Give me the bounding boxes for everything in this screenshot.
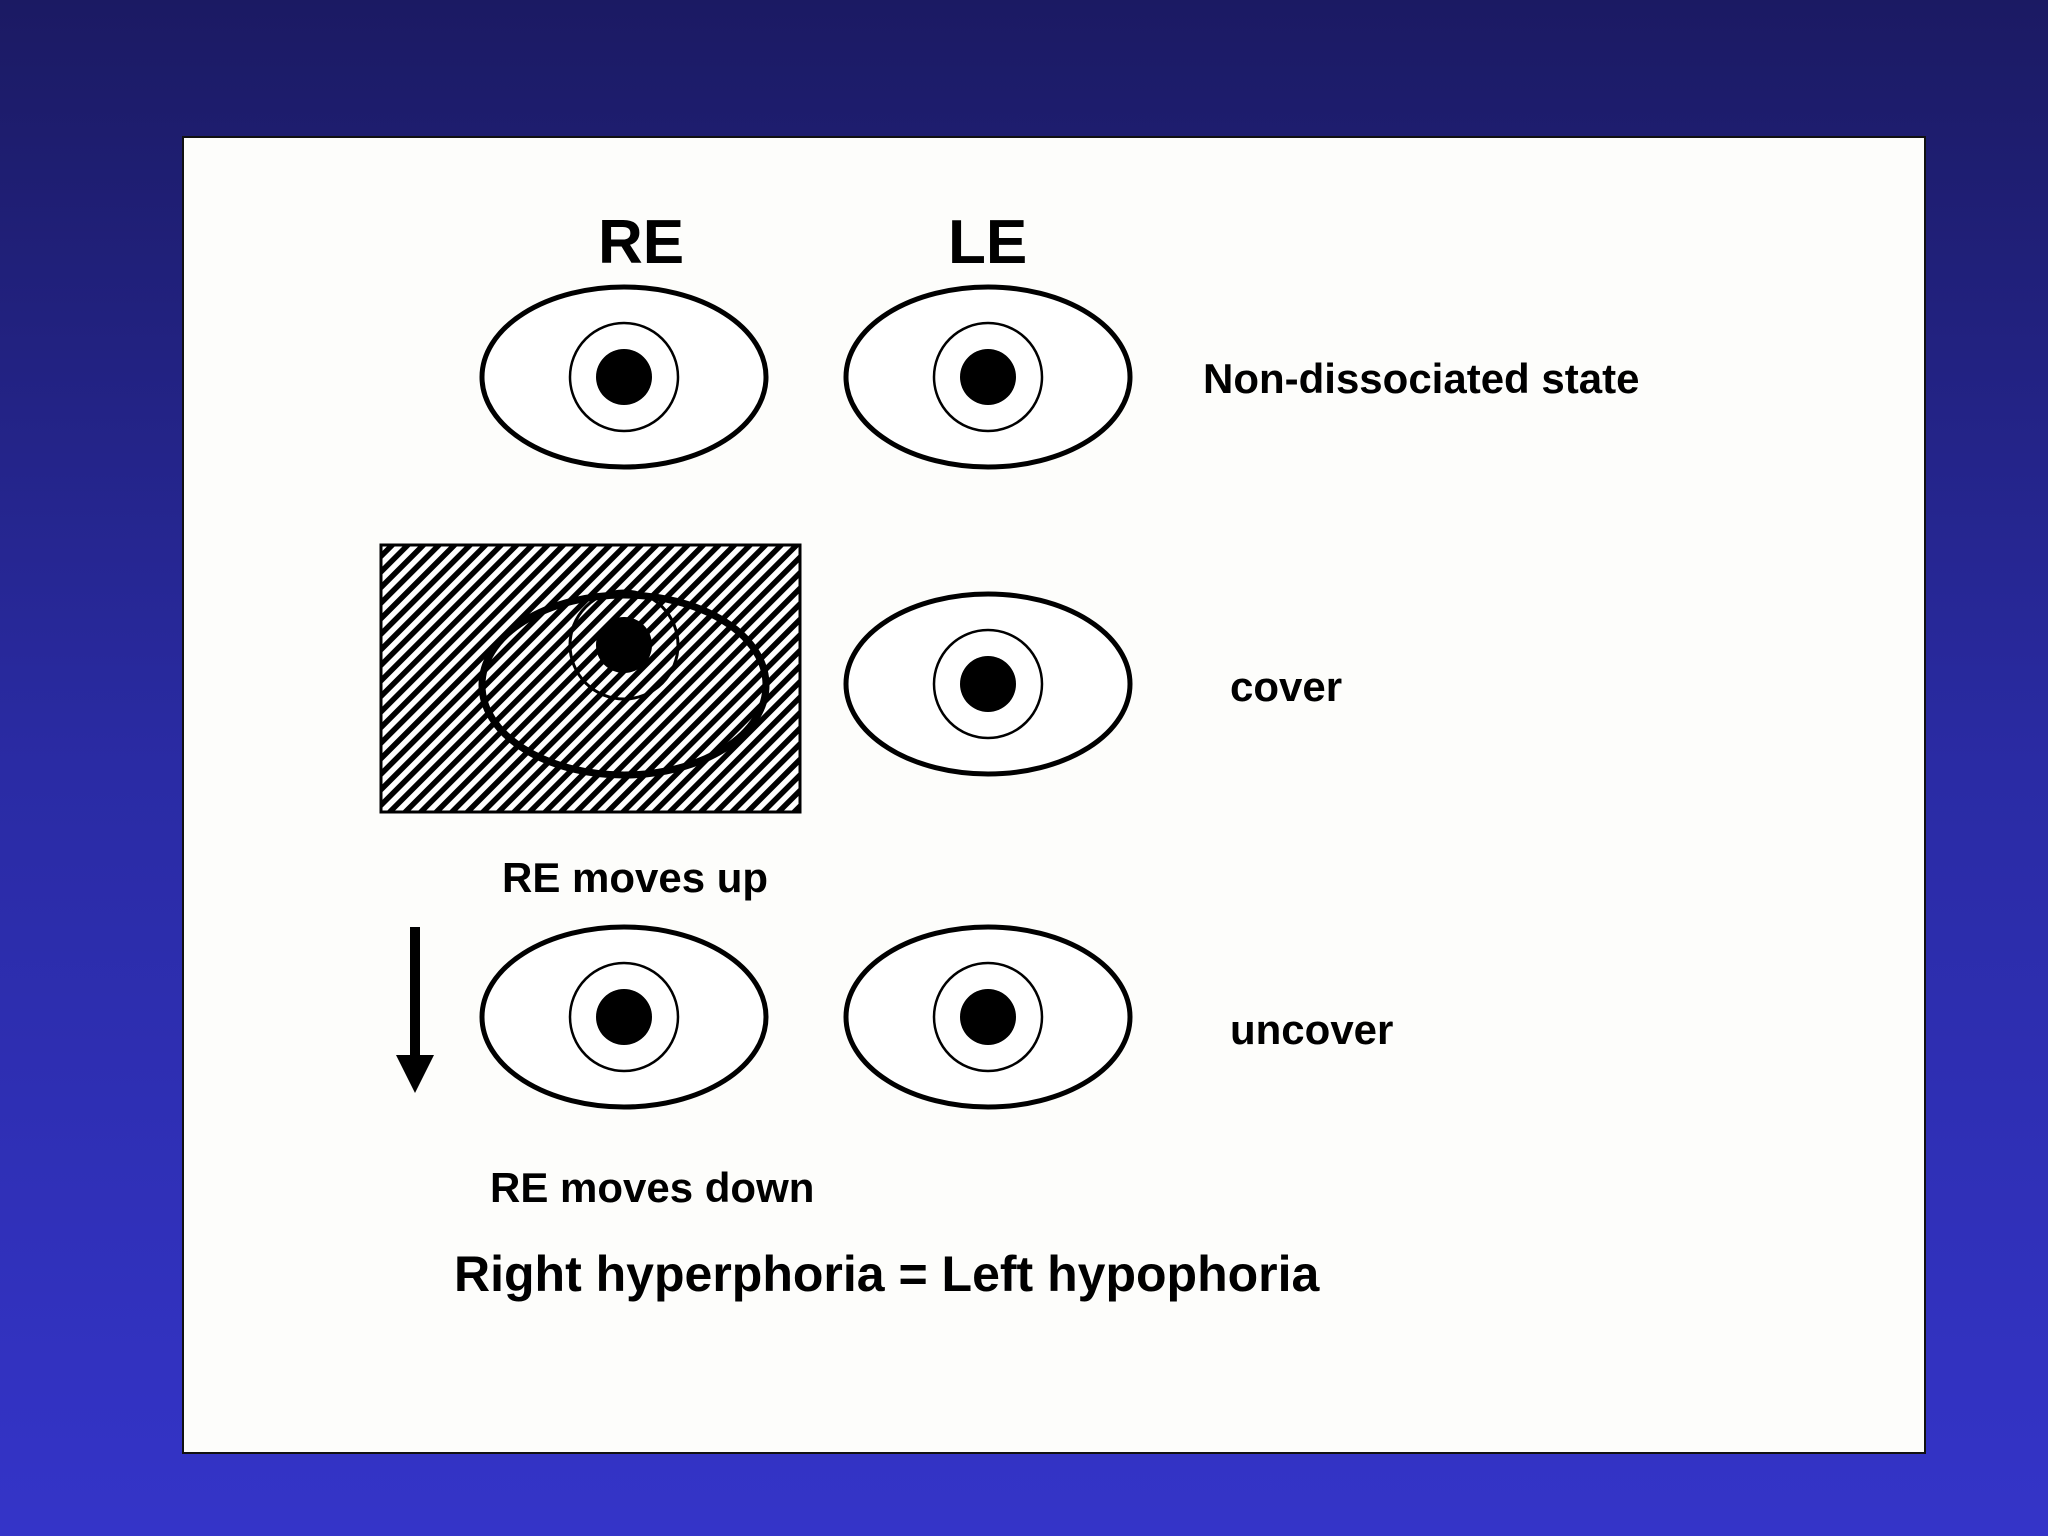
re-moves-down-label: RE moves down bbox=[490, 1167, 814, 1209]
left-eye-icon bbox=[846, 287, 1130, 467]
non-dissociated-state-label: Non-dissociated state bbox=[1203, 358, 1639, 400]
row-uncover bbox=[396, 927, 1130, 1107]
row-cover bbox=[381, 545, 1130, 812]
left-eye-icon bbox=[846, 594, 1130, 774]
row-non-dissociated bbox=[482, 287, 1130, 467]
right-eye-label: RE bbox=[598, 212, 684, 274]
left-eye-label: LE bbox=[948, 212, 1027, 274]
re-moves-up-label: RE moves up bbox=[502, 857, 768, 899]
cover-label: cover bbox=[1230, 666, 1342, 708]
right-eye-icon bbox=[482, 927, 766, 1107]
left-eye-icon bbox=[846, 927, 1130, 1107]
conclusion-label: Right hyperphoria = Left hypophoria bbox=[454, 1249, 1319, 1299]
right-eye-icon bbox=[482, 287, 766, 467]
arrow-down-icon bbox=[396, 927, 434, 1093]
uncover-label: uncover bbox=[1230, 1009, 1393, 1051]
